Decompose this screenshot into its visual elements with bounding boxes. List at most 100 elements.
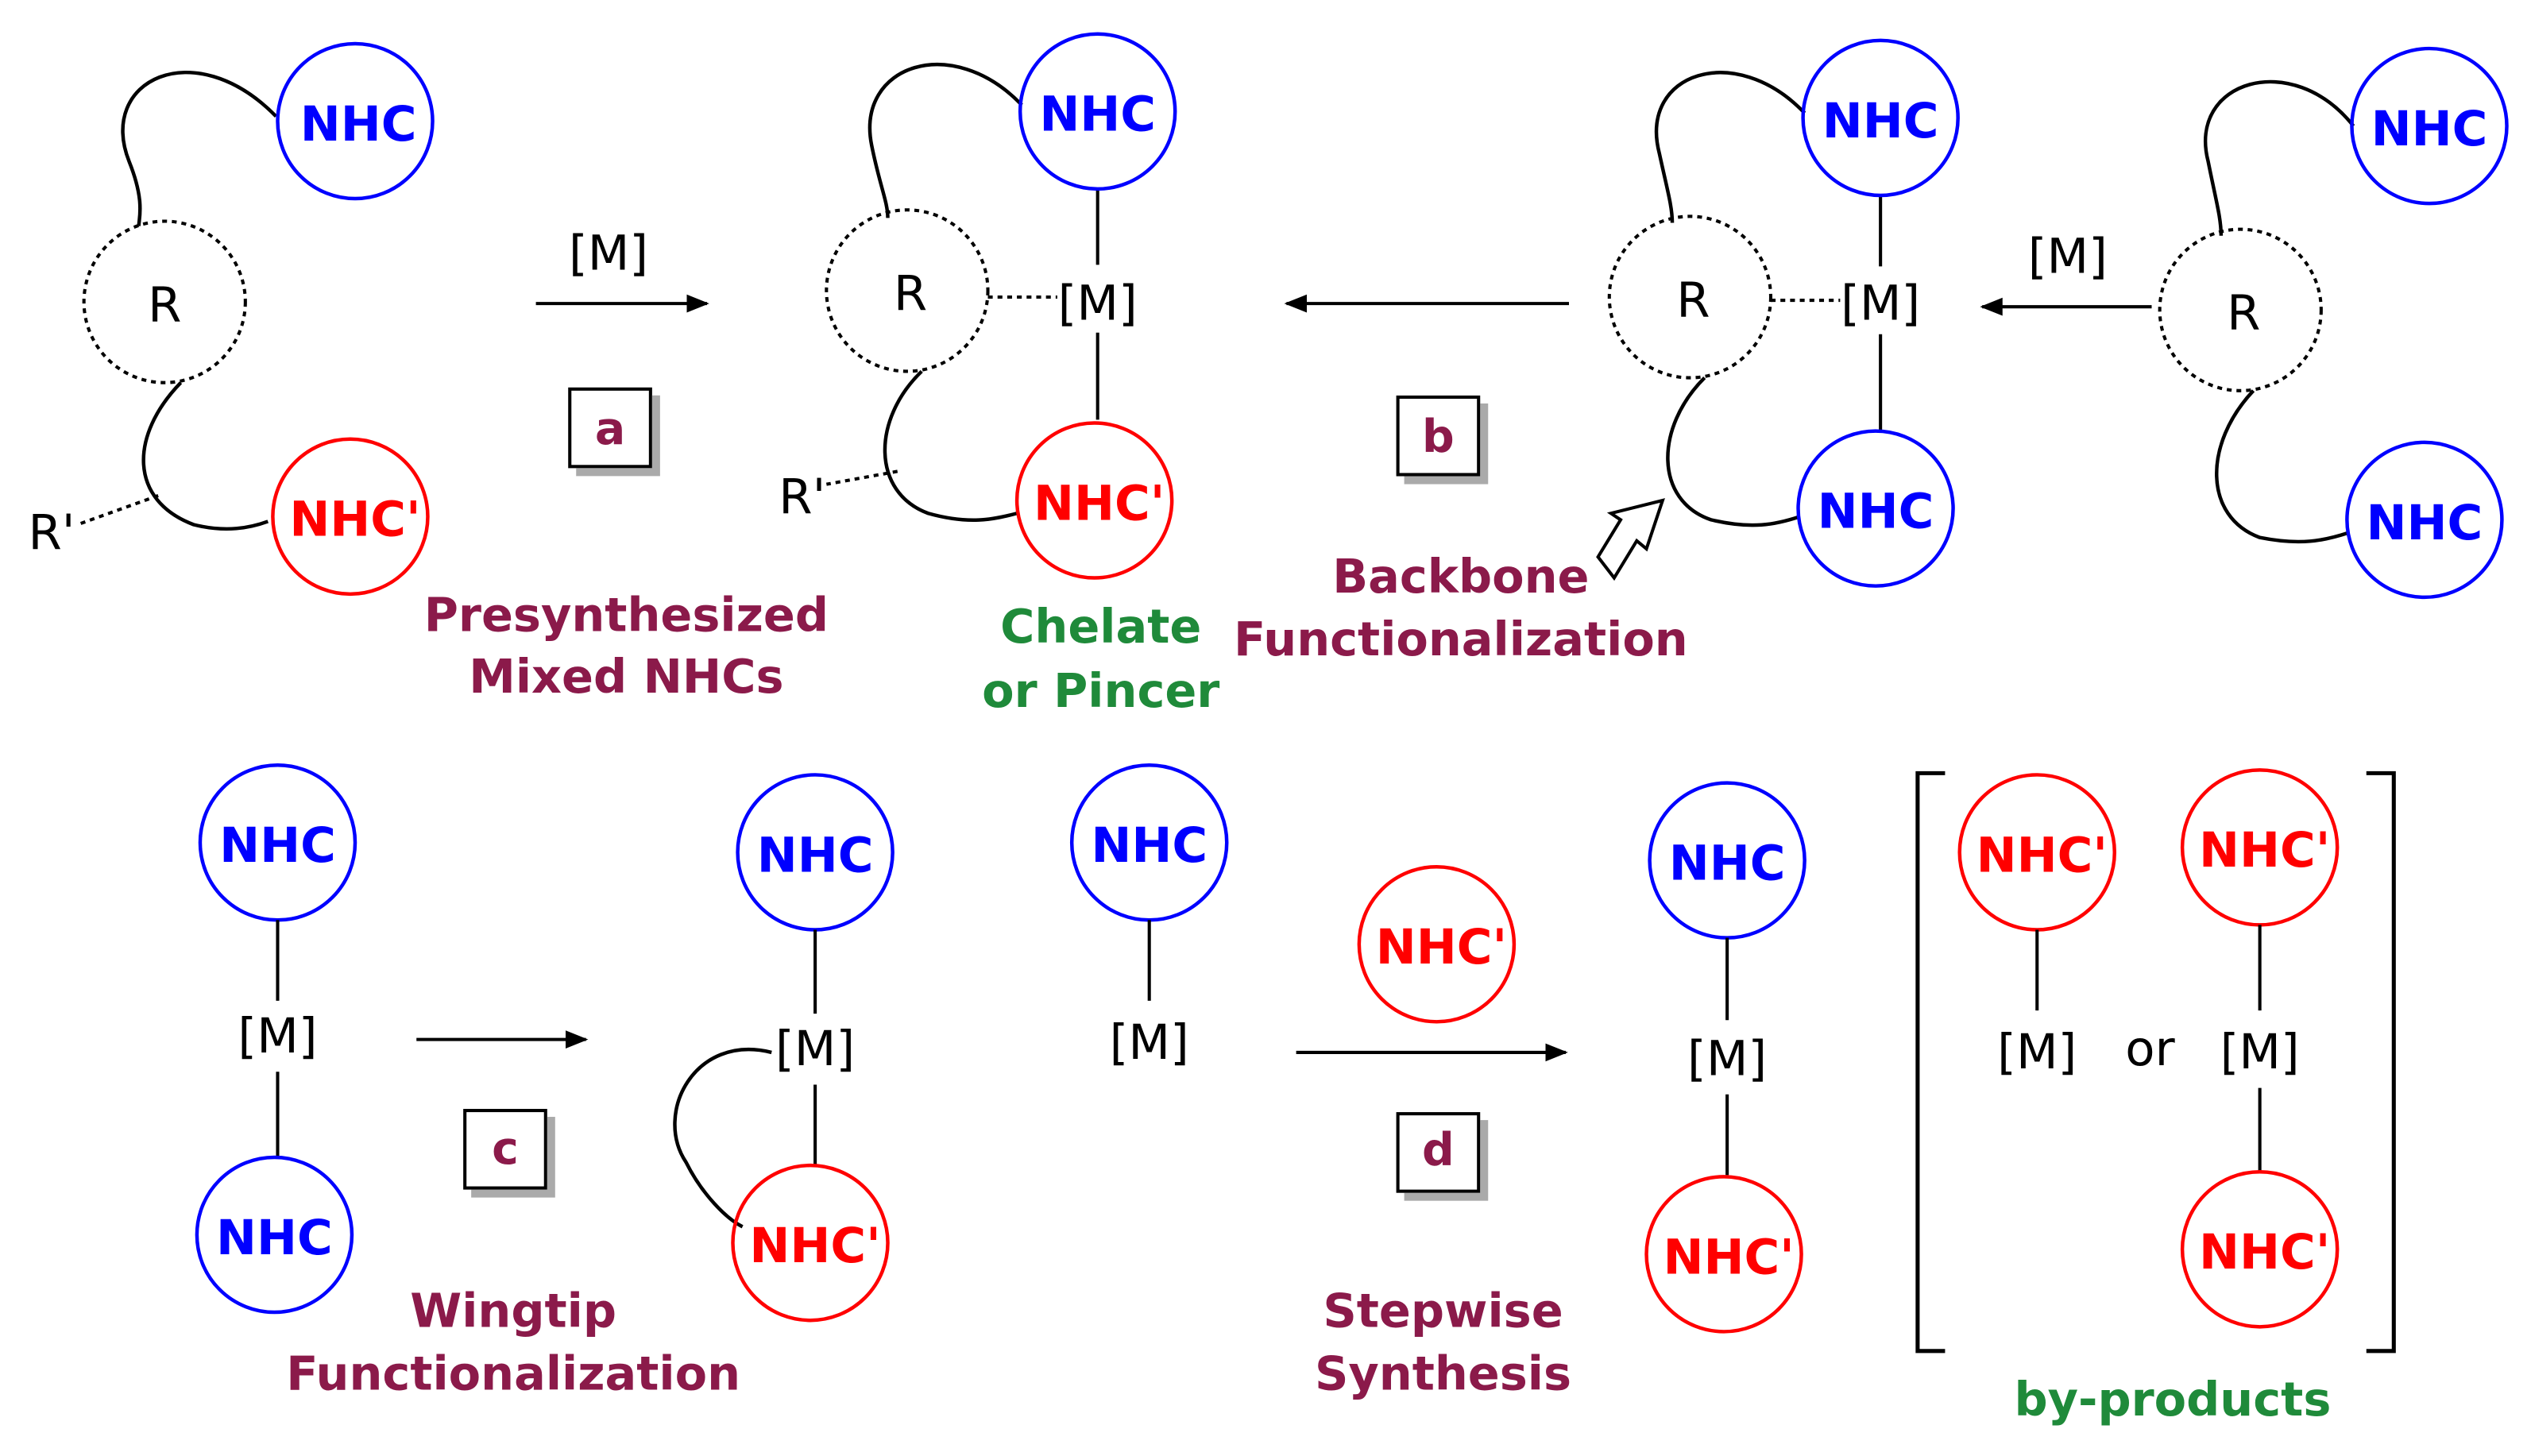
caption-stepwise-line1: Stepwise [1323,1283,1563,1338]
step-a-label: a [595,403,625,455]
nhc-bottom-label: NHC [2367,495,2483,551]
step-a-box [568,387,652,469]
backbone-linker-top [121,71,278,226]
nhc-bottom-label: NHC [216,1210,333,1266]
caption-wingtip-line1: Wingtip [410,1283,616,1338]
metal-reagent-label-right: [M] [2028,229,2108,285]
r-group-label: R [2227,285,2260,342]
caption-wingtip-line2: Functionalization [286,1346,740,1401]
nhc-top-label: NHC [1822,93,1939,149]
metalation-arrow-group: [M] [1980,229,2152,316]
metal-center-label: [M] [1841,275,1920,331]
nhc-label: NHC [1039,87,1156,143]
wingtip-linker [673,1048,772,1229]
backbone-linker-bottom [883,369,1018,523]
nhc-prime-circle [1014,421,1174,580]
nhc-prime-circle [271,437,430,597]
nhc-prime-circle [731,1163,890,1323]
caption-presynthesized-line2: Mixed NHCs [469,649,783,704]
metal-center-label: [M] [1058,275,1138,331]
step-d-label: d [1422,1124,1455,1176]
nhc-top-circle [1801,38,1960,198]
metal-center-label: [M] [1110,1014,1189,1071]
r-prime-label: R' [779,469,825,525]
r-prime-label: R' [28,504,75,561]
structure-bis-nhc-monodentate: NHC [M] NHC [195,763,357,1315]
nhc-prime-label: NHC' [289,492,420,548]
caption-byproducts: by-products [2014,1372,2331,1427]
step-c-box [463,1109,547,1190]
left-bracket [1915,770,1946,1354]
byproduct-2-nhc-prime-top-label: NHC' [2199,822,2330,879]
metal-center-label: [M] [775,1021,855,1077]
byproduct-2-nhc-prime-bottom-label: NHC' [2199,1224,2330,1280]
structure-bis-nhc-ligand: R NHC NHC [2158,46,2509,600]
caption-chelate-line1: Chelate [1000,599,1201,654]
step-c-arrow-group: c [416,1030,589,1190]
caption-stepwise-line2: Synthesis [1315,1346,1571,1401]
metal-reagent-label-a: [M] [569,225,648,281]
nhc-label: NHC [300,96,417,153]
step-b-arrow-group: b [1284,294,1569,477]
nhc-prime-label: NHC' [749,1218,880,1274]
step-a-arrow-group: [M] a [535,225,709,469]
backbone-linker-bottom [141,381,269,531]
backbone-linker-bottom [2215,389,2350,544]
byproducts-bracket: NHC' [M] or NHC' [M] NHC' [1915,768,2396,1354]
nhc-top-label: NHC [2371,101,2488,157]
nhc-circle [1018,32,1177,191]
r-prime-bond [76,493,159,527]
nhc-bottom-label: NHC [1818,484,1934,540]
step-b-label: b [1422,411,1455,463]
nhc-top-circle [2350,46,2509,206]
structure-mixed-nhc-product: NHC [M] NHC' [1644,781,1806,1334]
structure-mono-nhc-complex: NHC [M] [1069,763,1229,1071]
r-group-ring [1607,214,1773,380]
caption-backbone-line1: Backbone [1332,549,1589,604]
r-group-ring [82,219,247,384]
nhc-prime-reagent-circle [1357,865,1517,1024]
or-label: or [2125,1021,2175,1077]
hollow-arrow-icon [1596,498,1665,581]
structure-bis-nhc-complex: R [M] NHC NHC [1607,38,1960,588]
backbone-linker-top [2204,79,2355,236]
nhc-label: NHC [757,827,874,883]
caption-presynthesized-line1: Presynthesized [424,588,829,643]
r-group-ring [2158,227,2323,392]
r-prime-bond [825,469,898,486]
byproduct-1-metal-label: [M] [1997,1024,2077,1080]
nhc-label: NHC [1669,835,1786,891]
backbone-linker-top [867,63,1023,218]
nhc-label: NHC [1091,817,1208,874]
step-d-box [1396,1112,1481,1193]
backbone-linker-top [1654,71,1806,223]
structure-presynthesized-ligand: R R' NHC NHC' [28,41,435,597]
right-bracket [2366,770,2396,1354]
byproduct-2-metal-label: [M] [2220,1024,2300,1080]
structure-chelate-complex: R R' [M] NHC NHC' [779,32,1177,580]
structure-wingtip-chelate: NHC [M] NHC' [673,773,895,1323]
r-group-label: R [894,265,927,322]
step-c-label: c [492,1122,519,1175]
nhc-prime-reagent-label: NHC' [1376,919,1507,975]
nhc-prime-label: NHC' [1034,475,1165,531]
nhc-circle [276,41,435,201]
r-group-ring [825,208,990,373]
caption-chelate-line2: or Pincer [982,663,1219,718]
metal-center-label: [M] [238,1008,317,1064]
step-b-box [1396,395,1481,477]
nhc-prime-circle [1644,1175,1803,1334]
metal-center-label: [M] [1687,1030,1767,1087]
nhc-top-label: NHC [219,817,336,874]
nhc-bottom-circle [195,1155,354,1315]
nhc-bottom-circle [2345,440,2504,600]
caption-backbone-line2: Functionalization [1234,612,1688,666]
nhc-prime-label: NHC' [1663,1229,1794,1285]
step-d-arrow-group: NHC' d [1296,865,1568,1193]
backbone-linker-bottom [1666,377,1801,527]
byproduct-1-nhc-prime-label: NHC' [1976,827,2108,883]
nhc-bottom-circle [1796,429,1955,588]
r-group-label: R [1676,272,1710,328]
byproduct-2-nhc-prime-bottom-circle [2180,1170,2340,1329]
